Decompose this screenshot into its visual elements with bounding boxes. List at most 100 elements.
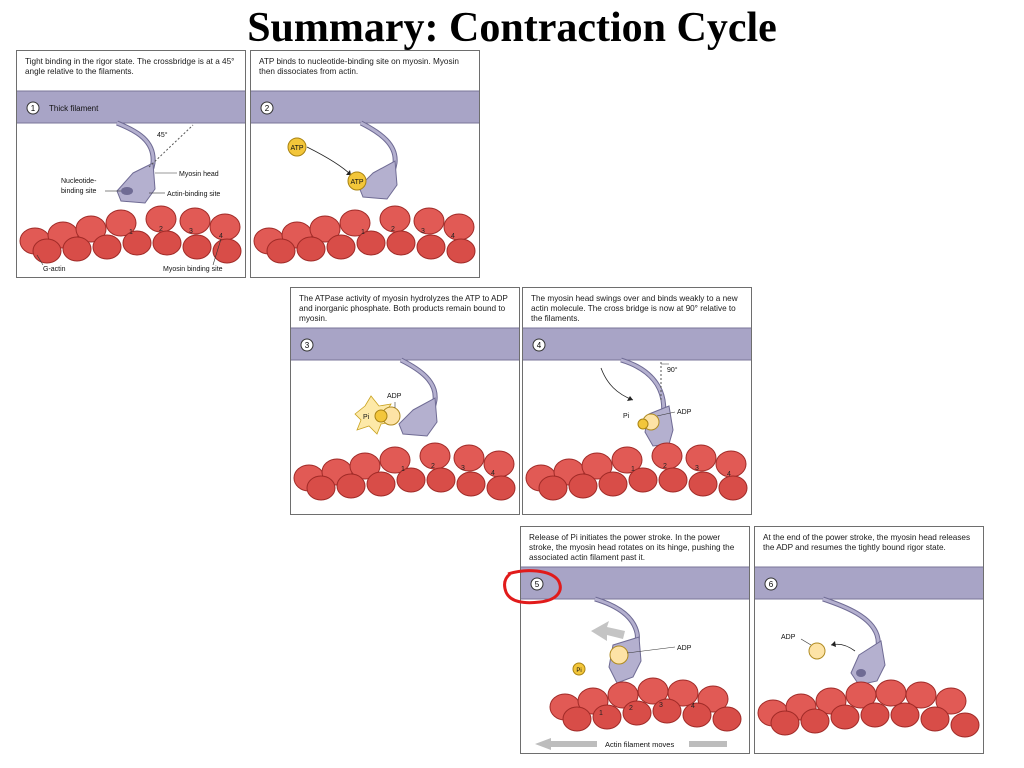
panel-6-caption: At the end of the power stroke, the myos… — [763, 533, 971, 552]
actin-number: 4 — [727, 471, 731, 478]
panel-3-caption: The ATPase activity of myosin hydrolyzes… — [299, 294, 508, 323]
adp-label: ADP — [781, 634, 796, 641]
actin-number: 4 — [451, 233, 455, 240]
actin-number: 1 — [631, 466, 635, 473]
actin-filament — [293, 442, 516, 501]
pi-molecule — [374, 409, 388, 423]
panel-3: 3 Pi ADP 1 2 3 4 The ATPase — [290, 287, 520, 515]
adp-molecule — [609, 645, 629, 665]
actin-number: 3 — [189, 228, 193, 235]
pi-molecule — [637, 418, 649, 430]
step-number: 4 — [537, 341, 542, 350]
actin-number: 1 — [599, 710, 603, 717]
panel-5-caption: Release of Pi initiates the power stroke… — [529, 533, 735, 562]
pi-label: Pi — [623, 413, 630, 420]
nucleotide-label-2: binding site — [61, 188, 97, 195]
adp-molecule — [808, 642, 826, 660]
actin-filament — [19, 205, 242, 264]
step-number: 6 — [769, 580, 774, 589]
nucleotide-binding-site — [856, 669, 866, 677]
adp-label: ADP — [677, 645, 692, 652]
actin-number: 4 — [691, 703, 695, 710]
panel-1-caption: Tight binding in the rigor state. The cr… — [25, 57, 235, 76]
step-number: 1 — [31, 104, 36, 113]
arrow-icon — [346, 170, 351, 175]
panel-1: 1 Thick filament 45° Myosin head Nucleot… — [16, 50, 246, 278]
thick-filament — [291, 328, 519, 360]
atp-bound-label: ATP — [350, 179, 363, 186]
arrow-icon — [627, 396, 633, 401]
actin-number: 2 — [663, 463, 667, 470]
step-badge — [530, 577, 544, 591]
thick-filament — [523, 328, 751, 360]
pi-label: Pi — [363, 414, 370, 421]
panel-6: 6 ADP At the end of the power stroke, th… — [754, 526, 984, 754]
thick-filament-label: Thick filament — [49, 104, 99, 113]
panel-3-illustration: 3 Pi ADP 1 2 3 4 — [291, 327, 519, 501]
actin-filament — [525, 442, 748, 501]
arrow-icon — [831, 641, 836, 647]
actin-number: 4 — [491, 470, 495, 477]
step-badge — [764, 577, 778, 591]
angle-label: 90° — [667, 366, 678, 374]
page-title: Summary: Contraction Cycle — [247, 5, 777, 51]
myosin-head — [116, 162, 156, 204]
actin-number: 3 — [659, 702, 663, 709]
step-number: 2 — [265, 104, 270, 113]
thick-filament — [17, 91, 245, 123]
step-number: 5 — [535, 580, 540, 589]
actin-number: 2 — [391, 226, 395, 233]
pi-label: Pi — [576, 668, 581, 674]
thick-filament — [251, 91, 479, 123]
panel-4-caption: The myosin head swings over and binds we… — [531, 294, 738, 323]
panel-4: 4 90° Pi ADP 1 2 3 — [522, 287, 752, 515]
step-badge — [26, 101, 40, 115]
highlight-circle-annotation — [503, 569, 562, 605]
actin-number: 3 — [421, 228, 425, 235]
actin-filament — [549, 677, 742, 732]
thick-filament — [755, 567, 983, 599]
power-stroke-arrow-icon — [591, 621, 625, 641]
actin-number: 1 — [401, 466, 405, 473]
panel-2: 2 ATP ATP 1 2 3 4 ATP binds — [250, 50, 480, 278]
g-actin-label: G-actin — [43, 266, 66, 273]
actin-filament — [253, 205, 476, 264]
adp-label: ADP — [677, 409, 692, 416]
actin-moves-label: Actin filament moves — [605, 740, 674, 749]
panel-2-illustration: 2 ATP ATP 1 2 3 4 — [251, 90, 479, 264]
atp-bound — [347, 171, 367, 191]
actin-number: 2 — [629, 705, 633, 712]
panel-2-caption: ATP binds to nucleotide-binding site on … — [259, 57, 459, 76]
panel-4-illustration: 4 90° Pi ADP 1 2 3 — [523, 327, 751, 501]
step-badge — [300, 338, 314, 352]
actin-moves-arrow-tail — [689, 741, 727, 747]
atp-molecule — [287, 137, 307, 157]
myosin-head-label: Myosin head — [179, 171, 219, 178]
myosin-head — [850, 640, 886, 686]
actin-number: 2 — [159, 226, 163, 233]
actin-filament — [757, 679, 980, 738]
angle-label: 45° — [157, 131, 168, 139]
actin-number: 3 — [695, 465, 699, 472]
panel-5-illustration: 5 ADP Pi 1 2 3 4 Actin filament m — [521, 566, 749, 750]
actin-number: 3 — [461, 465, 465, 472]
panel-5: 5 ADP Pi 1 2 3 4 Actin filament m — [520, 526, 750, 754]
panel-6-illustration: 6 ADP — [755, 566, 983, 738]
pi-molecule — [572, 662, 586, 676]
nucleotide-binding-site — [121, 187, 133, 195]
actin-number: 1 — [129, 229, 133, 236]
myosin-head — [398, 397, 438, 437]
actin-binding-site-label: Actin-binding site — [167, 191, 220, 198]
actin-moves-arrow-icon — [535, 738, 597, 750]
myosin-binding-site-label: Myosin binding site — [163, 266, 223, 273]
panel-1-illustration: 1 Thick filament 45° Myosin head Nucleot… — [17, 90, 245, 273]
actin-number: 4 — [219, 233, 223, 240]
actin-number: 1 — [361, 229, 365, 236]
step-number: 3 — [305, 341, 310, 350]
step-badge — [532, 338, 546, 352]
atp-label: ATP — [290, 145, 303, 152]
step-badge — [260, 101, 274, 115]
nucleotide-label-1: Nucleotide- — [61, 178, 97, 185]
adp-label: ADP — [387, 393, 402, 400]
actin-number: 2 — [431, 463, 435, 470]
